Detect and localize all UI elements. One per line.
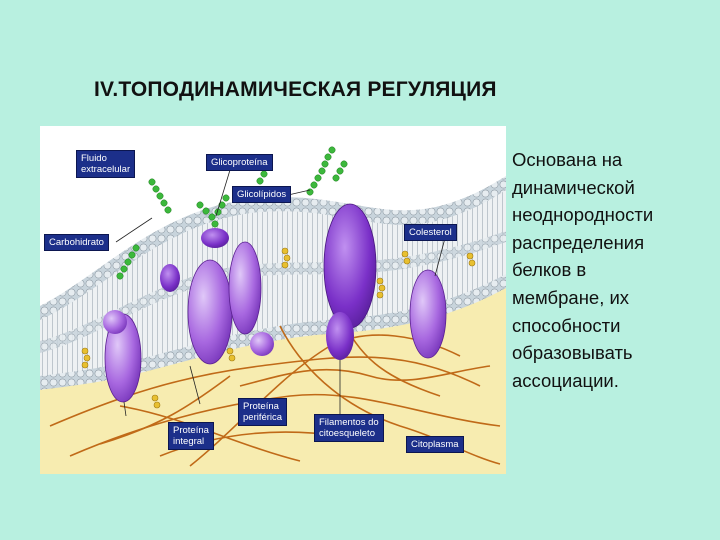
body-line: образовывать bbox=[512, 342, 633, 364]
body-line: неоднородности bbox=[512, 204, 654, 226]
bilayer-bottom-heads bbox=[40, 274, 506, 390]
label-fluido-line2: extracelular bbox=[81, 164, 131, 175]
bilayer-top-heads bbox=[40, 176, 506, 320]
slide-title: IV.ТОПОДИНАМИЧЕСКАЯ РЕГУЛЯЦИЯ bbox=[94, 78, 497, 101]
bilayer-mid-heads bbox=[40, 231, 506, 353]
label-carbohidrato: Carbohidrato bbox=[44, 234, 109, 251]
label-glicoproteina: Glicoproteína bbox=[206, 154, 273, 171]
bilayer-tails bbox=[40, 176, 506, 388]
label-glicolipidios: Glicolípidos bbox=[232, 186, 292, 203]
slide-body-text: Основана на динамической неоднородности … bbox=[512, 146, 712, 394]
body-line: способности bbox=[512, 314, 621, 336]
membrane-illustration bbox=[40, 146, 506, 474]
label-integral-line2: integral bbox=[173, 436, 205, 447]
cholesterol-molecules bbox=[81, 247, 476, 409]
label-citoplasma: Citoplasma bbox=[406, 436, 464, 453]
label-integral-line1: Proteína bbox=[173, 425, 209, 436]
membrane-proteins bbox=[103, 203, 447, 403]
label-proteina-periferica: Proteína periférica bbox=[238, 398, 288, 426]
label-filamentos-line1: Filamentos do bbox=[319, 417, 379, 428]
body-line: ассоциации. bbox=[512, 369, 619, 391]
body-line: белков в bbox=[512, 259, 587, 281]
label-periferica-line1: Proteína bbox=[243, 401, 279, 412]
body-line: Основана на bbox=[512, 149, 623, 170]
label-fluido-line1: Fluido bbox=[81, 153, 107, 164]
label-periferica-line2: periférica bbox=[243, 412, 283, 423]
body-line: мембране, их bbox=[512, 286, 630, 308]
body-line: динамической bbox=[512, 176, 635, 198]
label-proteina-integral: Proteína integral bbox=[168, 422, 214, 450]
body-line: распределения bbox=[512, 231, 645, 253]
membrane-diagram: Fluido extracelular Glicoproteína Glicol… bbox=[40, 126, 506, 474]
label-filamentos: Filamentos do citoesqueleto bbox=[314, 414, 384, 442]
label-filamentos-line2: citoesqueleto bbox=[319, 428, 375, 439]
label-colesterol: Colesterol bbox=[404, 224, 457, 241]
label-fluido-extracelular: Fluido extracelular bbox=[76, 150, 136, 178]
